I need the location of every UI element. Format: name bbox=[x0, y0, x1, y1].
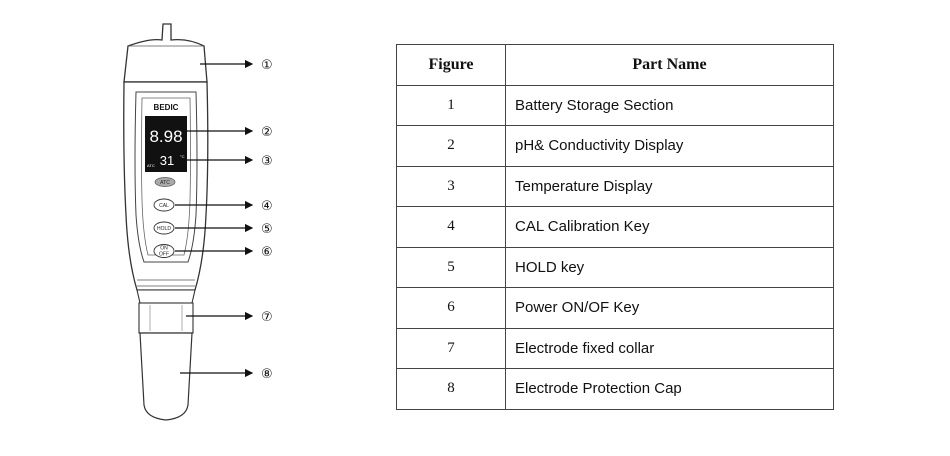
callout-5: ⑤ bbox=[261, 222, 273, 237]
column-header-figure: Figure bbox=[396, 44, 506, 86]
part-name-cell: Temperature Display bbox=[505, 165, 834, 207]
callout-7: ⑦ bbox=[261, 310, 273, 325]
figure-cell: 7 bbox=[396, 327, 506, 369]
figure-cell: 8 bbox=[396, 368, 506, 410]
atc-button-label: ATC bbox=[160, 180, 170, 186]
part-name-cell: Power ON/OF Key bbox=[505, 287, 834, 329]
meter-diagram: BEDIC 8.98 31 °C ATC ATC CAL HOLD ON OFF… bbox=[123, 23, 273, 421]
ph-conductivity-reading: 8.98 bbox=[149, 127, 182, 146]
power-button-label-on: ON bbox=[160, 246, 168, 252]
brand-logo: BEDIC bbox=[154, 103, 179, 112]
part-name-cell: Electrode Protection Cap bbox=[505, 368, 834, 410]
callout-arrows bbox=[175, 59, 254, 378]
lcd-screen bbox=[145, 116, 187, 172]
callout-8: ⑧ bbox=[261, 367, 273, 382]
table-row: 4 CAL Calibration Key bbox=[396, 206, 834, 248]
power-button-label-off: OFF bbox=[159, 252, 169, 258]
part-name-cell: CAL Calibration Key bbox=[505, 206, 834, 248]
hold-button-label: HOLD bbox=[157, 226, 171, 232]
callout-4: ④ bbox=[261, 199, 273, 214]
temperature-unit: °C bbox=[180, 154, 185, 159]
figure-cell: 4 bbox=[396, 206, 506, 248]
part-name-cell: pH& Conductivity Display bbox=[505, 125, 834, 167]
callout-6: ⑥ bbox=[261, 245, 273, 260]
table-row: 7 Electrode fixed collar bbox=[396, 327, 834, 369]
parts-table: Figure Part Name 1 Battery Storage Secti… bbox=[396, 44, 834, 410]
figure-cell: 1 bbox=[396, 84, 506, 126]
callout-3: ③ bbox=[261, 154, 273, 169]
figure-cell: 3 bbox=[396, 165, 506, 207]
cal-button[interactable] bbox=[153, 198, 175, 212]
atc-indicator: ATC bbox=[147, 163, 155, 168]
hold-button[interactable] bbox=[153, 221, 175, 235]
battery-cap bbox=[123, 23, 208, 83]
power-button[interactable] bbox=[153, 244, 175, 258]
table-row: 5 HOLD key bbox=[396, 246, 834, 288]
figure-cell: 6 bbox=[396, 287, 506, 329]
callout-2: ② bbox=[261, 125, 273, 140]
column-header-part-name: Part Name bbox=[505, 44, 834, 86]
table-row: 8 Electrode Protection Cap bbox=[396, 368, 834, 410]
figure-cell: 5 bbox=[396, 246, 506, 288]
table-row: 2 pH& Conductivity Display bbox=[396, 125, 834, 167]
atc-button[interactable] bbox=[154, 177, 176, 187]
electrode-collar bbox=[136, 289, 196, 334]
table-row: 3 Temperature Display bbox=[396, 165, 834, 207]
cal-button-label: CAL bbox=[159, 203, 169, 209]
callout-1: ① bbox=[261, 58, 273, 73]
part-name-cell: Battery Storage Section bbox=[505, 84, 834, 126]
table-row: 1 Battery Storage Section bbox=[396, 84, 834, 126]
temperature-reading: 31 bbox=[160, 153, 174, 168]
part-name-cell: Electrode fixed collar bbox=[505, 327, 834, 369]
electrode-protection-cap bbox=[139, 332, 193, 421]
figure-cell: 2 bbox=[396, 125, 506, 167]
table-header-row: Figure Part Name bbox=[396, 44, 834, 86]
table-row: 6 Power ON/OF Key bbox=[396, 287, 834, 329]
part-name-cell: HOLD key bbox=[505, 246, 834, 288]
